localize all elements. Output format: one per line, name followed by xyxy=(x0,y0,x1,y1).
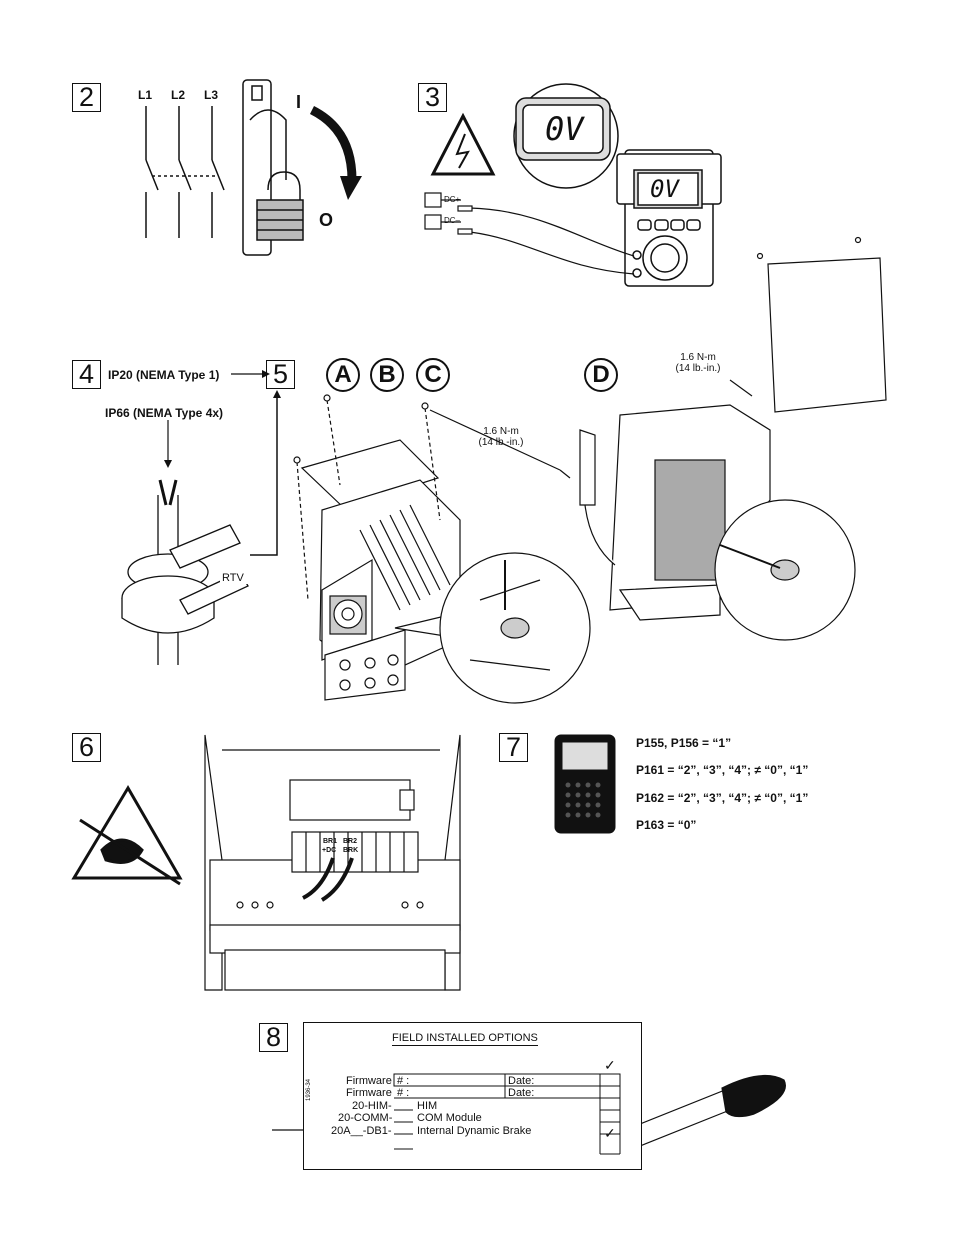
him-code: 20-HIM- xyxy=(352,1100,392,1112)
him-desc: HIM xyxy=(417,1100,438,1112)
ip20-label: IP20 (NEMA Type 1) xyxy=(108,368,220,382)
disconnect-switch-icon xyxy=(145,106,225,238)
phase-l1-label: L1 xyxy=(138,88,153,102)
ip66-label: IP66 (NEMA Type 4x) xyxy=(105,406,224,420)
variant-d-label: D xyxy=(584,358,618,392)
dc-plus-label: DC+ xyxy=(444,195,461,204)
phase-l2-label: L2 xyxy=(171,88,186,102)
step-8-number: 8 xyxy=(259,1023,288,1052)
firmware-2-label: Firmware xyxy=(346,1087,392,1099)
meter-display: 0V xyxy=(650,175,679,203)
rotation-arrow-icon xyxy=(309,105,357,181)
multimeter-icon xyxy=(513,83,722,287)
step-5-number: 5 xyxy=(266,360,295,389)
firmware-1-number: # : xyxy=(397,1075,410,1087)
dc-terminals-icon xyxy=(424,192,635,275)
br1-label: BR1 xyxy=(323,838,338,845)
variant-b-label: B xyxy=(370,358,404,392)
step-4-number: 4 xyxy=(72,360,101,389)
dc-minus-label: DC– xyxy=(444,216,461,225)
switch-off-label: O xyxy=(319,210,334,230)
step-7-number: 7 xyxy=(499,733,528,762)
comm-code: 20-COMM- xyxy=(338,1112,393,1124)
variant-a-label: A xyxy=(326,358,360,392)
firmware-2-number: # : xyxy=(397,1087,410,1099)
dc-terminal-label: +DC xyxy=(322,847,337,854)
drive-internal-icon xyxy=(204,734,461,991)
detail-zoom-icon xyxy=(394,552,591,704)
hazard-warning-icon xyxy=(430,112,496,176)
torque-spec-c: 1.6 N-m (14 lb.-in.) xyxy=(478,426,524,448)
torque-spec-d: 1.6 N-m (14 lb.-in.) xyxy=(675,352,721,374)
param-line-4: P163 = “0” xyxy=(636,818,697,832)
marker-pen-icon xyxy=(617,1074,786,1147)
check-column-header: ✓ xyxy=(604,1057,616,1073)
param-line-1: P155, P156 = “1” xyxy=(636,736,732,750)
db-code: 20A__-DB1- xyxy=(331,1125,392,1137)
db-check-mark: ✓ xyxy=(604,1125,616,1141)
variant-c-label: C xyxy=(416,358,450,392)
db-desc: Internal Dynamic Brake xyxy=(417,1125,532,1137)
phase-l3-label: L3 xyxy=(204,88,219,102)
comm-desc: COM Module xyxy=(417,1112,482,1124)
form-grid xyxy=(393,1073,621,1155)
meter-display-zoom: 0V xyxy=(545,110,584,148)
step-3-number: 3 xyxy=(418,83,447,112)
step-6-number: 6 xyxy=(72,733,101,762)
firmware-1-date: Date: xyxy=(508,1075,535,1087)
lockout-padlock-icon xyxy=(242,79,304,256)
field-options-label: FIELD INSTALLED OPTIONS ✓ 1936-34 Firmwa… xyxy=(303,1022,642,1170)
him-keypad-icon xyxy=(554,734,616,834)
switch-on-label: I xyxy=(296,92,302,112)
firmware-1-label: Firmware xyxy=(346,1075,392,1087)
rtv-label: RTV xyxy=(222,572,244,584)
firmware-2-date: Date: xyxy=(508,1087,535,1099)
drive-chassis-d-icon xyxy=(559,236,887,641)
step-2-number: 2 xyxy=(72,83,101,112)
param-line-2: P161 = “2”, “3”, “4”; ≠ “0”, “1” xyxy=(636,763,809,777)
form-title: FIELD INSTALLED OPTIONS xyxy=(392,1032,538,1046)
brk-terminal-label: BRK xyxy=(343,847,359,854)
him-keypad-buttons xyxy=(565,782,601,818)
esd-warning-icon xyxy=(71,785,183,886)
param-line-3: P162 = “2”, “3”, “4”; ≠ “0”, “1” xyxy=(636,791,809,805)
br2-label: BR2 xyxy=(343,838,358,845)
cable-gland-icon xyxy=(121,479,250,665)
